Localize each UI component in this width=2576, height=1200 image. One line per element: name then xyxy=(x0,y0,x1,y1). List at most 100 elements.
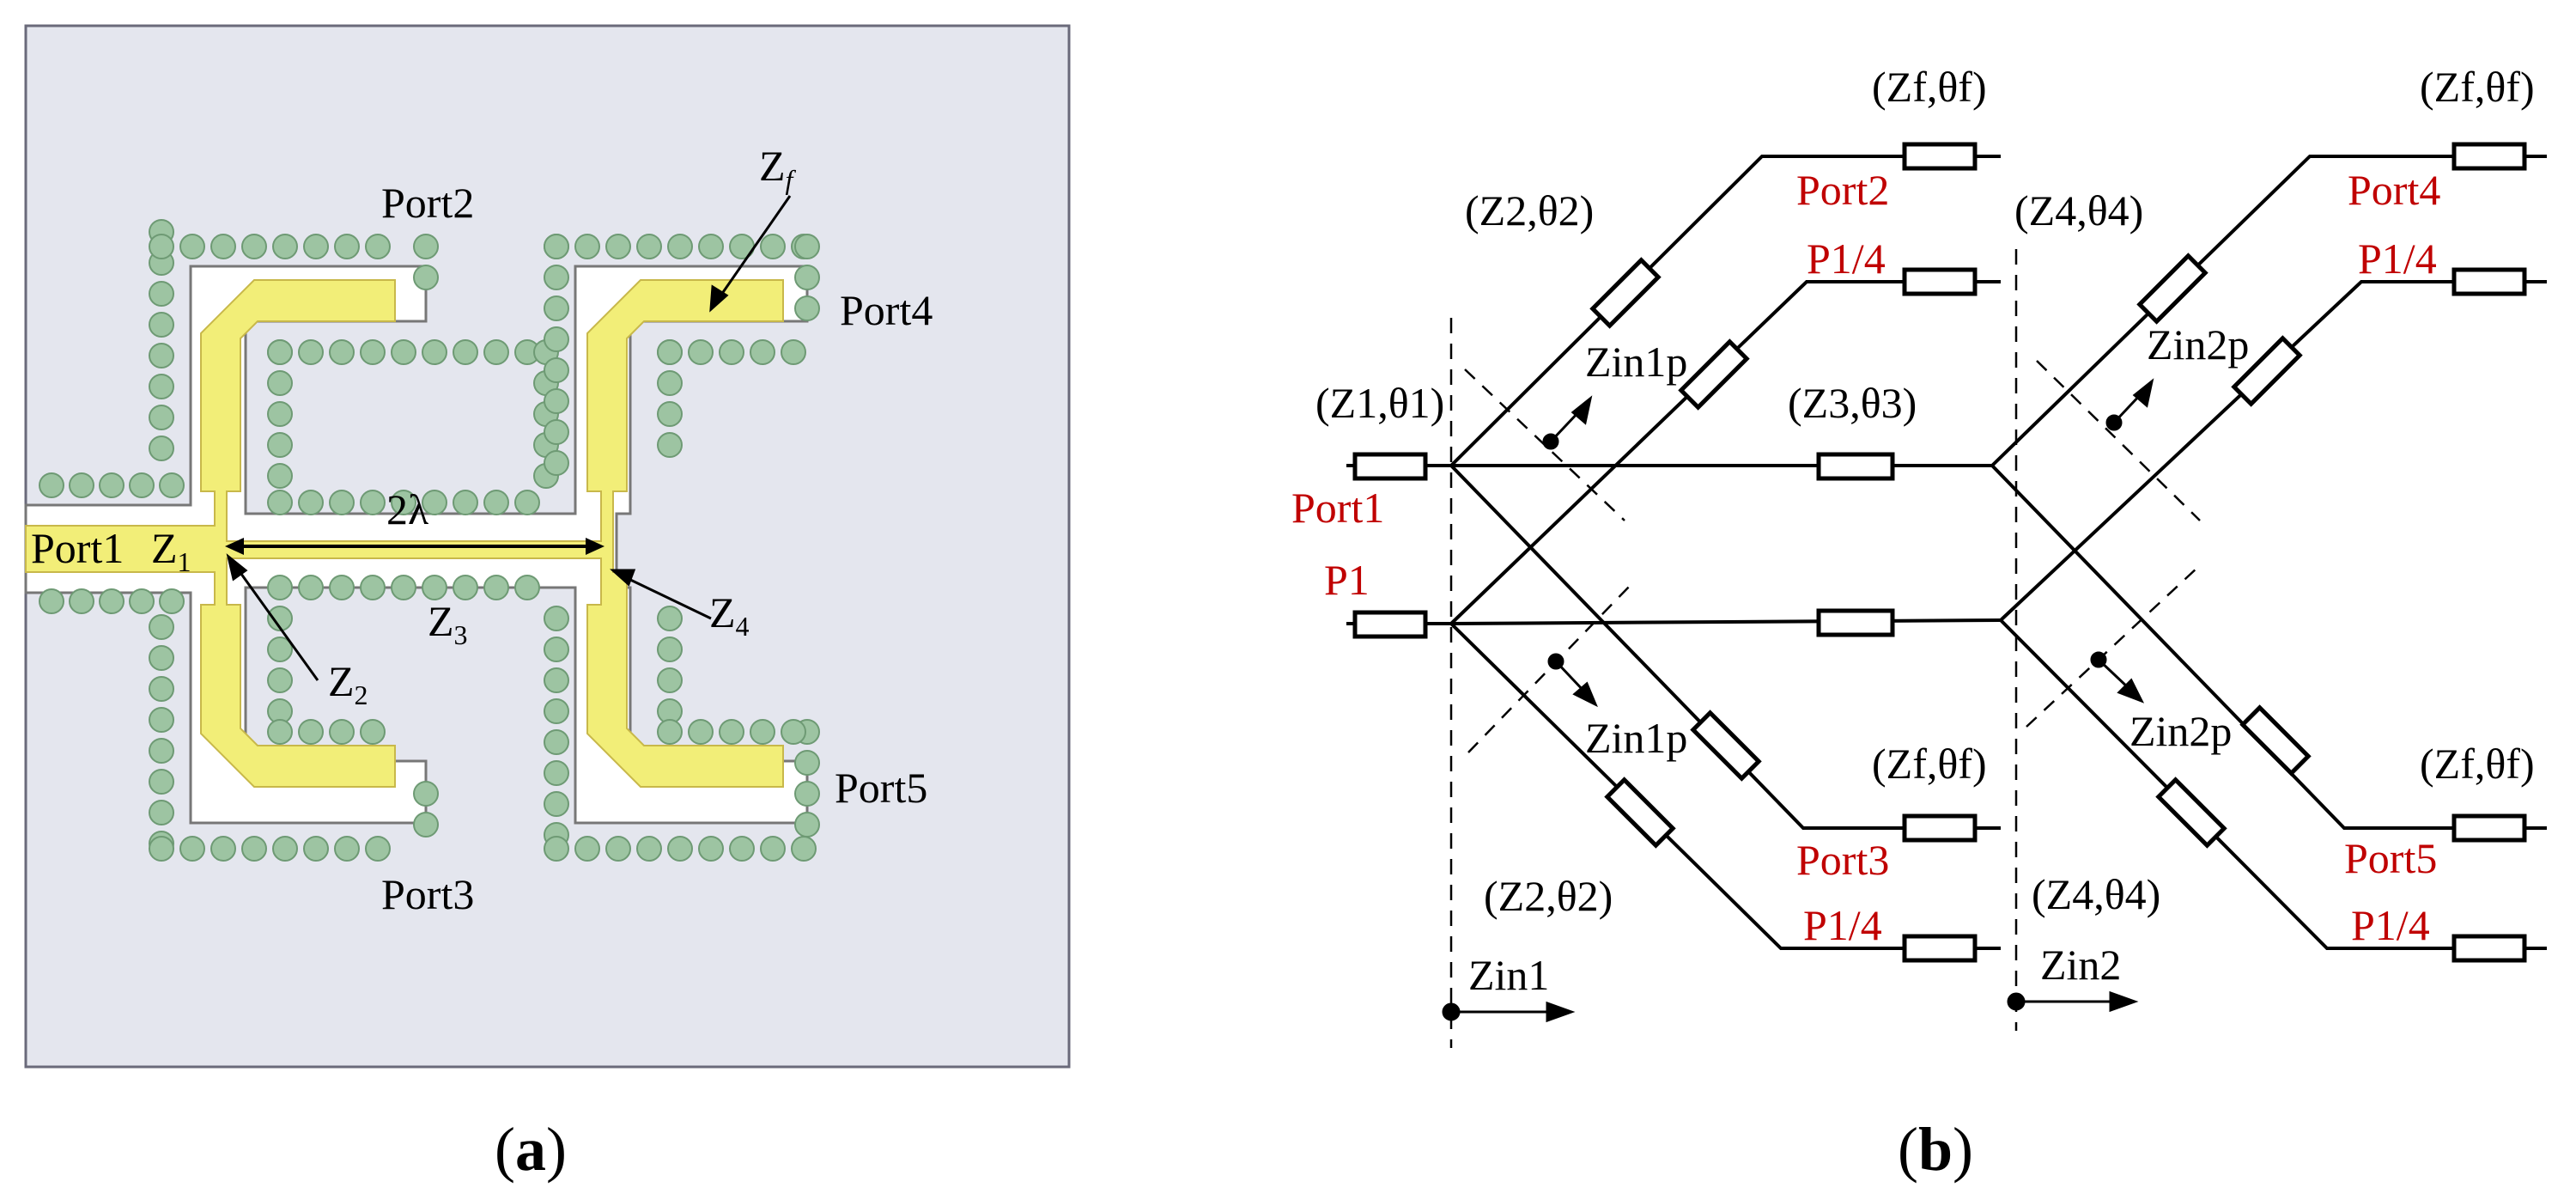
label-zin1p-top: Zin1p xyxy=(1585,338,1687,386)
via-hole xyxy=(149,676,174,702)
via-hole xyxy=(159,588,185,614)
via-hole xyxy=(149,738,174,764)
via-hole xyxy=(329,339,355,365)
label-z4t4-top: (Z4,θ4) xyxy=(2014,186,2143,235)
via-hole xyxy=(298,339,324,365)
z4-element-top2 xyxy=(2231,335,2303,407)
via-hole xyxy=(688,339,714,365)
via-hole xyxy=(422,575,447,600)
via-hole xyxy=(453,490,478,515)
port3-label: Port3 xyxy=(381,870,474,918)
port5-label: Port5 xyxy=(835,764,927,812)
label-p1: P1 xyxy=(1324,556,1370,604)
via-hole xyxy=(210,234,236,259)
via-hole xyxy=(544,357,569,383)
via-hole xyxy=(544,265,569,290)
via-hole xyxy=(360,719,386,745)
via-hole xyxy=(149,312,174,338)
via-hole xyxy=(413,812,439,838)
z2-element-bot xyxy=(1690,710,1762,782)
via-hole xyxy=(544,667,569,693)
via-hole xyxy=(391,339,416,365)
via-hole xyxy=(267,667,293,693)
via-hole xyxy=(241,836,267,862)
via-hole xyxy=(179,836,205,862)
leader-arrows xyxy=(226,195,792,681)
via-hole xyxy=(514,490,540,515)
label-z4t4-bot: (Z4,θ4) xyxy=(2032,870,2160,918)
via-hole xyxy=(298,575,324,600)
via-hole xyxy=(149,800,174,825)
via-hole xyxy=(129,588,155,614)
via-hole xyxy=(69,588,94,614)
z4-label: Z4 xyxy=(709,588,750,642)
zf-element-port3 xyxy=(1902,813,1978,843)
via-hole xyxy=(698,234,724,259)
via-hole xyxy=(69,472,94,498)
via-hole xyxy=(267,432,293,458)
via-hole xyxy=(729,836,755,862)
via-hole xyxy=(334,836,360,862)
via-hole xyxy=(149,405,174,430)
via-hole xyxy=(574,234,600,259)
via-hole xyxy=(781,719,806,745)
via-hole xyxy=(657,719,683,745)
via-hole xyxy=(667,234,693,259)
via-hole xyxy=(272,234,298,259)
via-hole xyxy=(267,370,293,396)
z3-element-bot xyxy=(1816,608,1895,637)
via-hole xyxy=(667,836,693,862)
via-hole xyxy=(334,234,360,259)
via-hole xyxy=(544,388,569,414)
via-hole xyxy=(413,265,439,290)
zf-element-port5 xyxy=(2451,813,2527,843)
z2-element-bot2 xyxy=(1604,777,1676,849)
port4-label: Port4 xyxy=(840,286,933,334)
via-hole xyxy=(391,490,416,515)
via-hole xyxy=(149,836,174,862)
zf-element-p14c xyxy=(1902,934,1978,963)
via-hole xyxy=(657,339,683,365)
label-port4: Port4 xyxy=(2348,166,2440,214)
via-hole xyxy=(453,339,478,365)
via-hole xyxy=(544,234,569,259)
z4-element-top xyxy=(2136,253,2208,325)
via-hole xyxy=(267,719,293,745)
via-hole xyxy=(544,698,569,724)
label-p14-c: P1/4 xyxy=(1803,901,1882,949)
via-hole xyxy=(149,645,174,671)
via-hole xyxy=(365,234,391,259)
via-hole xyxy=(149,707,174,733)
via-hole xyxy=(781,339,806,365)
port2-label: Port2 xyxy=(381,179,474,227)
via-hole xyxy=(657,432,683,458)
via-hole xyxy=(544,326,569,352)
caption-b: (b) xyxy=(1898,1115,1973,1184)
via-hole xyxy=(574,836,600,862)
via-hole xyxy=(360,339,386,365)
label-zf-4: (Zf,θf) xyxy=(2420,63,2535,111)
via-hole xyxy=(329,719,355,745)
z1-label: Z1 xyxy=(151,524,191,577)
zf-element-port2 xyxy=(1902,142,1978,171)
via-hole xyxy=(149,343,174,369)
label-zin2: Zin2 xyxy=(2040,941,2121,989)
via-hole xyxy=(544,606,569,631)
z3-element-top xyxy=(1816,452,1895,481)
via-hole xyxy=(267,339,293,365)
via-hole xyxy=(149,374,174,399)
via-holes xyxy=(39,219,820,862)
via-hole xyxy=(791,836,817,862)
label-p14-d: P1/4 xyxy=(2351,901,2430,949)
via-hole xyxy=(794,750,820,776)
panel-b-labels: (Z1,θ1) (Z2,θ2) (Z2,θ2) (Z3,θ3) (Z4,θ4) … xyxy=(1291,63,2535,999)
via-hole xyxy=(39,472,64,498)
label-zin1: Zin1 xyxy=(1468,951,1549,999)
via-hole xyxy=(544,419,569,445)
panel-b xyxy=(1346,142,2547,1048)
via-hole xyxy=(657,606,683,631)
via-hole xyxy=(413,781,439,807)
via-hole xyxy=(149,436,174,461)
via-hole xyxy=(149,614,174,640)
z2-element-top xyxy=(1589,257,1662,329)
